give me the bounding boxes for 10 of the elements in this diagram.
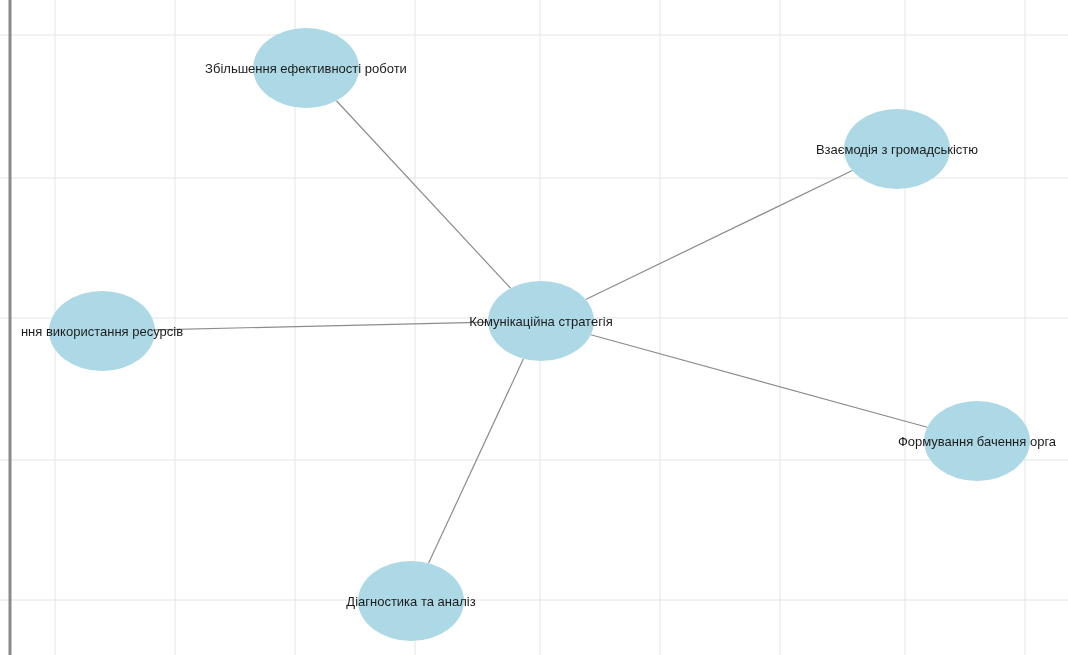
node-label: Взаємодія з громадськістю [815, 141, 979, 157]
connector-line [335, 100, 512, 289]
connector-line [427, 358, 525, 564]
node-label: ння використання ресурсів [20, 323, 184, 339]
connector-line [590, 334, 928, 428]
node-label: Збільшення ефективності роботи [205, 60, 407, 76]
connector-line [585, 169, 853, 301]
node-label: Комунікаційна стратегія [469, 313, 613, 329]
node-label: Формування бачення орга [897, 433, 1057, 449]
node-label: Діагностика та аналіз [346, 593, 476, 609]
